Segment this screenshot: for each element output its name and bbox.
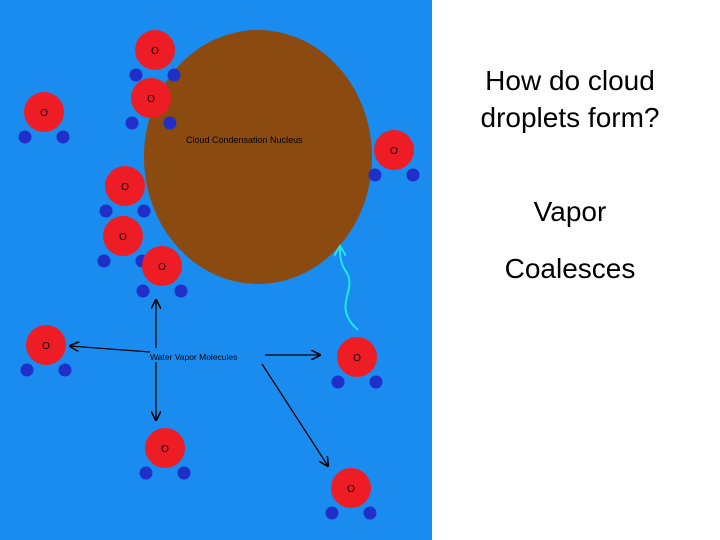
water-molecule: O — [331, 337, 383, 389]
oxygen-symbol: O — [390, 146, 398, 157]
water-molecule: O — [125, 78, 177, 130]
oxygen-symbol: O — [42, 341, 50, 352]
word-coalesces: Coalesces — [504, 253, 636, 284]
water-molecules: O O O O O O O O O O O — [18, 30, 420, 520]
water-molecule: O — [129, 30, 181, 82]
oxygen-atom — [142, 246, 182, 286]
oxygen-atom — [131, 78, 171, 118]
water-molecule: O — [99, 166, 151, 218]
diagram-scene: Cloud Condensation Nucleus Water Vapor M… — [0, 0, 432, 540]
water-molecule: O — [18, 92, 70, 144]
hydrogen-atom — [58, 363, 72, 377]
label-arrows — [70, 300, 328, 466]
hydrogen-atom — [139, 466, 153, 480]
nucleus-label: Cloud Condensation Nucleus — [186, 135, 303, 145]
hydrogen-atom — [99, 204, 113, 218]
oxygen-atom — [145, 428, 185, 468]
slide-title: How do cloud droplets form? — [480, 65, 660, 133]
oxygen-atom — [337, 337, 377, 377]
hydrogen-atom — [406, 168, 420, 182]
hydrogen-atom — [136, 284, 150, 298]
oxygen-atom — [374, 130, 414, 170]
hydrogen-atom — [129, 68, 143, 82]
oxygen-symbol: O — [353, 353, 361, 364]
hydrogen-atom — [167, 68, 181, 82]
oxygen-symbol: O — [158, 262, 166, 273]
oxygen-symbol: O — [151, 46, 159, 57]
oxygen-atom — [24, 92, 64, 132]
oxygen-atom — [105, 166, 145, 206]
hydrogen-atom — [369, 375, 383, 389]
hydrogen-atom — [125, 116, 139, 130]
hydrogen-atom — [97, 254, 111, 268]
text-panel: How do cloud droplets form? Vapor Coales… — [432, 0, 720, 540]
molecule-label: Water Vapor Molecules — [150, 352, 237, 362]
hydrogen-atom — [363, 506, 377, 520]
hydrogen-atom — [163, 116, 177, 130]
hydrogen-atom — [137, 204, 151, 218]
word-vapor: Vapor — [533, 196, 607, 227]
water-molecule: O — [20, 325, 72, 377]
oxygen-atom — [103, 216, 143, 256]
hydrogen-atom — [20, 363, 34, 377]
oxygen-symbol: O — [147, 94, 155, 105]
oxygen-symbol: O — [121, 182, 129, 193]
oxygen-symbol: O — [161, 444, 169, 455]
water-molecule: O — [139, 428, 191, 480]
oxygen-atom — [26, 325, 66, 365]
hydrogen-atom — [368, 168, 382, 182]
hydrogen-atom — [174, 284, 188, 298]
hydrogen-atom — [56, 130, 70, 144]
oxygen-symbol: O — [347, 484, 355, 495]
hydrogen-atom — [325, 506, 339, 520]
motion-arrow — [340, 246, 359, 331]
cloud-condensation-nucleus — [144, 30, 372, 284]
hydrogen-atom — [331, 375, 345, 389]
oxygen-atom — [135, 30, 175, 70]
hydrogen-atom — [177, 466, 191, 480]
oxygen-symbol: O — [40, 108, 48, 119]
water-molecule: O — [368, 130, 420, 182]
water-molecule: O — [136, 246, 188, 298]
water-molecule: O — [325, 468, 377, 520]
oxygen-atom — [331, 468, 371, 508]
oxygen-symbol: O — [119, 232, 127, 243]
hydrogen-atom — [18, 130, 32, 144]
